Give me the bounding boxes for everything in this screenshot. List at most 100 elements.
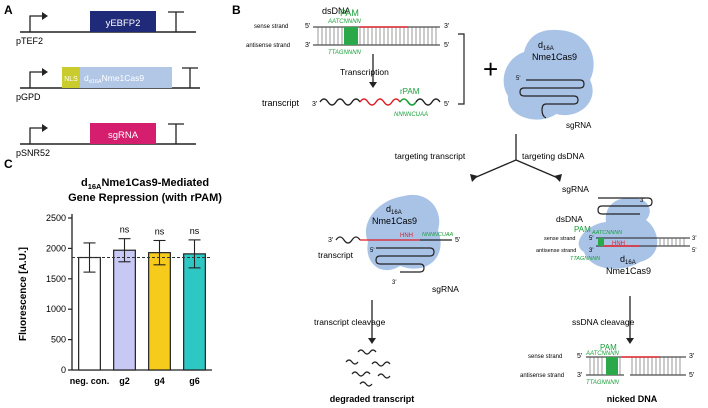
svg-text:5': 5' (305, 23, 310, 30)
y-tick-label: 2500 (46, 213, 66, 223)
antisense-strand-label: antisense strand (246, 43, 290, 49)
svg-text:5': 5' (516, 76, 520, 82)
gene-label-sgrna: sgRNA (108, 130, 139, 141)
chart-title-line2: Gene Repression (with rPAM) (68, 192, 222, 204)
y-tick-label: 1000 (46, 304, 66, 314)
svg-text:TTAGNNNN: TTAGNNNN (570, 256, 600, 262)
bar (78, 256, 101, 371)
pam-box (344, 27, 358, 45)
promoter-label-tef2: pTEF2 (16, 36, 43, 46)
svg-text:3': 3' (640, 198, 644, 204)
svg-text:5': 5' (370, 248, 374, 254)
pam-box-nicked (606, 357, 618, 375)
dsdna-top: dsDNA PAM sense strand 5' AATCNNNN 3' an… (246, 6, 449, 56)
panel-label-b: B (232, 3, 241, 17)
significance-label: ns (120, 225, 130, 235)
pam-label: PAM (340, 8, 359, 18)
construct-gpd: NLS dd16ANme1Cas9 pGPD (16, 67, 200, 102)
svg-text:Nme1Cas9: Nme1Cas9 (606, 266, 651, 276)
down-arrow-icon (369, 82, 377, 88)
degraded-fragments (345, 349, 391, 387)
rpam-seq: NNNNCUAA (394, 112, 428, 118)
significance-label: ns (190, 226, 200, 236)
sgrna-strand (375, 247, 435, 273)
transcript-top: transcript 3' rPAM NNNNCUAA 5' (262, 87, 449, 118)
svg-text:5': 5' (689, 372, 694, 379)
svg-text:5': 5' (692, 248, 696, 254)
svg-text:5': 5' (455, 237, 460, 244)
promoter-arrow-icon (42, 124, 48, 132)
y-tick-label: 0 (61, 365, 66, 375)
y-tick-label: 2000 (46, 243, 66, 253)
svg-text:5': 5' (444, 42, 449, 49)
svg-text:antisense strand: antisense strand (520, 373, 564, 379)
cas9-label-right: d16A (620, 254, 636, 266)
bar (183, 253, 206, 371)
y-tick-label: 1500 (46, 274, 66, 284)
bar (148, 252, 171, 371)
rpam-seq-mid: NNNNCUAA (422, 232, 454, 238)
y-axis-label: Fluorescence [A.U.] (18, 247, 29, 341)
pam-top-seq: AATCNNNN (327, 19, 362, 25)
svg-text:sense strand: sense strand (528, 354, 562, 360)
sense-strand-label: sense strand (254, 24, 288, 30)
svg-text:3': 3' (589, 248, 593, 254)
cas9-complex-transcript: d16A Nme1Cas9 3' 5' HNH NNNNCUAA 5' 3' t… (318, 194, 460, 294)
sgrna-strand (597, 197, 653, 215)
bracket (458, 33, 465, 105)
svg-text:PAM: PAM (600, 343, 617, 352)
svg-text:3': 3' (577, 372, 582, 379)
pam-label-right: PAM (574, 225, 591, 234)
gene-label-cas9: dd16ANme1Cas9 (84, 73, 144, 85)
chart-title-line1: d16ANme1Cas9-Mediated (81, 177, 209, 191)
transcript-label: transcript (262, 98, 300, 108)
sgrna-label-top: sgRNA (566, 121, 592, 130)
hnh-label-right: HNH (612, 241, 625, 247)
panel-label-c: C (4, 157, 13, 171)
promoter-label-gpd: pGPD (16, 92, 41, 102)
gene-box-sgrna (90, 123, 156, 144)
arrowhead-left-icon (470, 174, 478, 182)
dsdna-label: dsDNA (322, 6, 351, 16)
svg-text:3': 3' (328, 237, 333, 244)
down-arrow-icon (626, 338, 634, 344)
transcript-cleavage-label: transcript cleavage (314, 317, 386, 327)
svg-text:3': 3' (692, 236, 696, 242)
nicked-dna-label: nicked DNA (607, 394, 658, 404)
y-tick-label: 500 (51, 335, 66, 345)
pam-bottom-seq: TTAGNNNN (328, 50, 362, 56)
cas9-label-top: d16A (538, 40, 554, 52)
promoter-label-snr52: pSNR52 (16, 148, 50, 158)
sgrna-strand (519, 79, 585, 119)
cas9-complex-dsdna: 3' sgRNA dsDNA PAM sense strand 5' AATCN… (536, 184, 696, 276)
svg-text:3': 3' (312, 101, 317, 108)
sgrna-label-mid: sgRNA (432, 284, 459, 294)
svg-text:5': 5' (444, 101, 449, 108)
x-tick-label: g4 (154, 376, 165, 386)
x-tick-label: g2 (119, 376, 130, 386)
svg-text:sense strand: sense strand (544, 236, 576, 242)
svg-text:3': 3' (444, 23, 449, 30)
svg-text:5': 5' (577, 353, 582, 360)
svg-text:AATCNNNN: AATCNNNN (591, 230, 622, 236)
promoter-arrow-icon (42, 68, 48, 76)
svg-text:AATCNNNN: AATCNNNN (585, 351, 620, 357)
arrowhead-right-icon (554, 174, 562, 182)
svg-text:Nme1Cas9: Nme1Cas9 (372, 216, 417, 226)
sgrna-label-right: sgRNA (562, 184, 589, 194)
cas9-label-mid: d16A (386, 204, 402, 216)
x-tick-label: neg. con. (70, 376, 110, 386)
significance-label: ns (155, 226, 165, 236)
terminator-icon (182, 67, 198, 88)
panel-label-a: A (4, 3, 13, 17)
targeting-dsdna-label: targeting dsDNA (522, 151, 585, 161)
down-arrow-icon (368, 338, 376, 344)
nicked-dna: PAM sense strand 5' AATCNNNN 3' antisens… (520, 343, 694, 386)
dsdna-label-right: dsDNA (556, 214, 583, 224)
construct-tef2: yEBFP2 pTEF2 (16, 11, 196, 46)
targeting-transcript-label: targeting transcript (395, 151, 466, 161)
transcript-label-mid: transcript (318, 250, 354, 260)
svg-text:5': 5' (589, 236, 593, 242)
svg-text:Nme1Cas9: Nme1Cas9 (532, 52, 577, 62)
